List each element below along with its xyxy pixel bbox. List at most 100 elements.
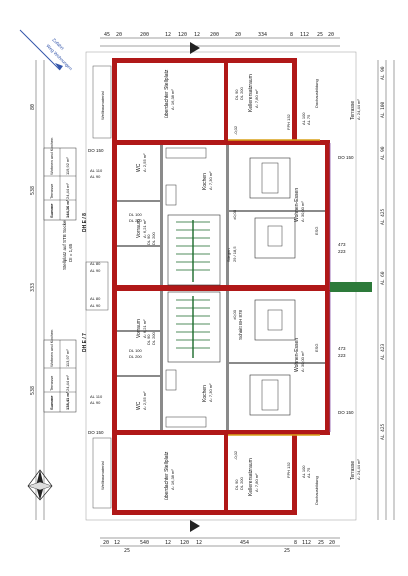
garage-outline-upper — [92, 65, 112, 139]
left-dimension-chain: 80 538 333 538 — [30, 60, 45, 520]
left-dim-1: 80 — [30, 104, 36, 110]
stellplatz-sub: DI = 1,65 — [68, 243, 73, 262]
dl-side-2: DL 200 — [129, 218, 143, 223]
al-side: AL 110 — [90, 168, 103, 173]
terrace-area: A: 24,44 m² — [356, 99, 361, 120]
stellplatz-box — [85, 261, 109, 311]
fph-label: FPH 132 — [286, 113, 291, 130]
door-label: DO 150 — [88, 148, 104, 153]
top-dim-13: 20 — [328, 32, 334, 38]
terrace-name: Terrasse — [350, 101, 356, 120]
dl-side: DL 100 — [129, 212, 143, 217]
al-top-2: AL 75 — [306, 114, 311, 125]
living-area: A: 30,00 m² — [300, 351, 305, 372]
top-dim-5: 120 — [178, 32, 187, 38]
top-dim-10: 8 — [290, 32, 293, 38]
unit-dh-e-7: DO 150 DO 150 AL 110 AL 90 DL 100 DL 200… — [88, 309, 361, 505]
row-label-3: Summe — [49, 203, 54, 218]
kitchen-area: A: 7,30 m² — [208, 171, 213, 190]
bottom-dim-6: 120 — [180, 540, 189, 546]
stair-upper — [167, 214, 221, 286]
wc-area: A: 2,55 m² — [142, 391, 147, 410]
al-side-2: AL 90 — [90, 174, 101, 179]
top-dim-8: 20 — [235, 32, 241, 38]
fph-label: FPH 132 — [286, 461, 291, 478]
dl-label: DL 90 — [234, 89, 239, 100]
al90a: AL 90 — [90, 268, 101, 273]
bottom-dim-5: 12 — [165, 540, 171, 546]
bottom-dimension-chain: 20 12 25 540 12 120 12 454 25 8 112 25 2… — [100, 537, 340, 554]
bottom-dim-10: 8 — [294, 540, 297, 546]
stellplatz-text: Stellplatz auf STB Sockel — [62, 219, 67, 270]
dl-hall-2: DL 200 — [151, 231, 156, 245]
right-dim-6: AL 423 — [380, 343, 386, 360]
row-value-3: 144,36 m² — [65, 199, 70, 218]
bottom-dim-4: 540 — [140, 540, 149, 546]
top-dim-6: 12 — [194, 32, 200, 38]
right-dimension-chain: AL 90 AL 100 AL 90 AL 425 AL 60 AL 423 A… — [377, 60, 395, 520]
living-name: Wohnen-Essen — [294, 338, 300, 372]
cellar-name: Kellerersatzraum — [248, 74, 254, 112]
terrace-name: Terrasse — [350, 461, 356, 480]
top-dim-12: 25 — [317, 32, 323, 38]
dl-hall: DL 90 — [146, 234, 151, 245]
dl-hall-2: DL 200 — [151, 331, 156, 345]
esg: ESG — [314, 344, 319, 352]
dl-label-2: DL 200 — [239, 476, 244, 490]
row-label-2: Terrasse — [49, 375, 54, 391]
bottom-dim-8: 454 — [240, 540, 249, 546]
dl-side: DL 100 — [129, 348, 143, 353]
hall-name: Vorraum — [136, 319, 142, 338]
al90b: AL 90 — [90, 303, 101, 308]
bottom-dim-1: 20 — [103, 540, 109, 546]
fill-note-lower: Wellbaumaterial — [100, 461, 105, 490]
door-label-right: DO 150 — [338, 410, 354, 415]
row-label-2: Terrasse — [49, 183, 54, 199]
left-dim-2: 538 — [30, 186, 36, 195]
row-value-3: 138,41 m² — [65, 391, 70, 410]
garage-area: A: 16,38 m² — [170, 469, 175, 490]
window-2: 223 — [338, 249, 346, 254]
unit-dh-e-8: überdachter Stellplatz A: 16,38 m² Kelle… — [88, 69, 361, 254]
garage-outline-lower — [92, 437, 112, 509]
al-top: AL 100 — [301, 465, 306, 478]
door-label-right: DO 150 — [338, 155, 354, 160]
dl-label: DL 90 — [234, 479, 239, 490]
top-dim-9: 334 — [258, 32, 267, 38]
row-label-1: Wohnen und Kochen — [49, 330, 54, 367]
north-arrow-icon — [27, 469, 53, 501]
al80a: AL 80 — [90, 261, 101, 266]
unit-title-dh-e-8: DH E / 8 — [82, 213, 88, 232]
stair-sub: 29 / 18,5 — [232, 246, 237, 262]
dl-side-2: DL 200 — [129, 354, 143, 359]
al-top: AL 100 — [301, 112, 306, 125]
hall-area: A: 6,21 m² — [142, 319, 147, 338]
row-value-1: 119,92 m² — [65, 157, 70, 175]
section-marker-a — [190, 42, 200, 532]
furniture-upper — [165, 147, 296, 259]
unit-title-dh-e-7: DH E / 7 — [82, 333, 88, 352]
cellar-name: Kellerersatzraum — [248, 458, 254, 496]
top-dim-3: 200 — [140, 32, 149, 38]
door-label: DO 150 — [88, 430, 104, 435]
kitchen-name: Kochen — [202, 385, 208, 402]
bottom-dim-7: 12 — [196, 540, 202, 546]
top-dim-1: 45 — [104, 32, 110, 38]
stair-lower — [167, 291, 221, 363]
cellar-area: A: 7,80 m² — [254, 473, 259, 492]
garage-area: A: 16,38 m² — [170, 89, 175, 110]
furniture-lower — [165, 299, 296, 428]
dl-hall: DL 90 — [146, 334, 151, 345]
center-labels: Stellplatz auf STB Sockel DI = 1,65 AL 8… — [62, 219, 243, 340]
window-2: 223 — [338, 353, 346, 358]
stair-label: Stiegen — [226, 248, 231, 262]
right-dim-4: AL 425 — [380, 208, 386, 225]
left-dim-4: 538 — [30, 386, 36, 395]
window: 473 — [338, 346, 346, 351]
level-2: ±0,00 — [232, 309, 237, 320]
wc-name: WC — [136, 163, 142, 172]
area-table-dh-e-8: Wohnen und Kochen 119,92 m² Terrasse 24,… — [43, 138, 77, 221]
kitchen-name: Kochen — [202, 173, 208, 190]
interior-walls — [117, 145, 325, 430]
right-dim-7: AL 425 — [380, 423, 386, 440]
